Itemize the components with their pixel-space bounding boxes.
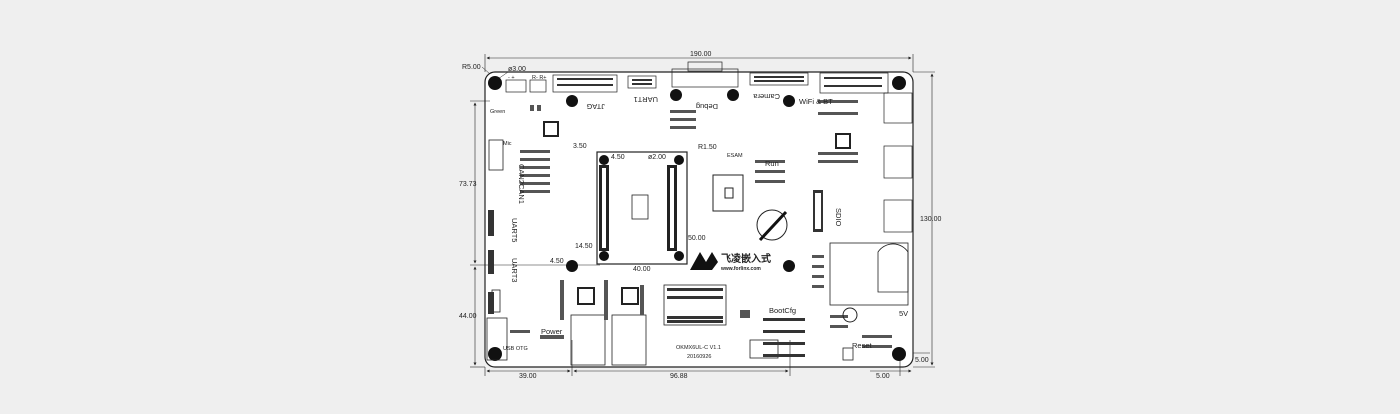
som-module: 3.50 4.50 ø2.00 R1.50 50.00 40.00 14.50 …: [550, 143, 717, 273]
dim-bottom-left-text: 39.00: [519, 373, 537, 380]
label-uart5: UART5: [510, 218, 519, 242]
label-board-name: OKMX6UL-C V1.1: [676, 345, 721, 351]
label-pins-1: - +: [508, 75, 515, 81]
dim-left-1-text: 73.73: [459, 181, 477, 188]
label-board-date: 20160926: [687, 354, 711, 360]
dim-bottom-mid-text: 96.88: [670, 373, 688, 380]
label-sdio: SDIO: [834, 208, 843, 227]
silkscreen-labels: JTAG UART1 Debug Camera WiFi & BT Green …: [490, 75, 908, 360]
buzzer: [842, 307, 858, 323]
label-debug: Debug: [696, 102, 718, 111]
bottom-connectors: [486, 284, 779, 366]
label-usb-otg: USB OTG: [503, 346, 528, 352]
dim-bottom: 39.00 96.88 5.00 5.00: [484, 340, 930, 380]
dim-right-offset-text: 5.00: [915, 357, 929, 364]
label-camera: Camera: [752, 92, 780, 101]
forlinx-logo: 飞凌嵌入式 www.forlinx.com: [690, 252, 771, 272]
label-5v: 5V: [899, 309, 908, 318]
som-radius-text: R1.50: [698, 144, 717, 151]
label-reset: Reset: [852, 341, 873, 350]
small-components: [510, 100, 892, 348]
connector-pins: [557, 76, 882, 87]
label-power: Power: [541, 327, 563, 336]
dim-left-2-text: 44.00: [459, 313, 477, 320]
label-can1: CAN1: [517, 184, 526, 204]
label-bootcfg: BootCfg: [769, 306, 796, 315]
label-run: Run: [765, 159, 779, 168]
dim-top-width: 190.00: [484, 51, 914, 72]
label-pins-2: R- R+: [532, 75, 547, 81]
bottom-pins: [667, 190, 823, 357]
label-uart3: UART3: [510, 258, 519, 282]
top-connectors: [505, 61, 913, 233]
hole-dia-text: ø3.00: [508, 66, 526, 73]
dim-right-height-text: 130.00: [920, 216, 942, 223]
corner-radius-text: R5.00: [462, 64, 481, 71]
som-left-text: 14.50: [575, 243, 593, 250]
logo-mark: [690, 252, 718, 270]
label-mic: Mic: [503, 141, 512, 147]
logo-cn-text: 飞凌嵌入式: [721, 252, 771, 265]
label-esam: ESAM: [727, 153, 743, 159]
som-height-text: 50.00: [688, 235, 706, 242]
dim-right-height: 130.00: [913, 71, 942, 368]
logo-url-text: www.forlinx.com: [720, 266, 761, 272]
som-left-2-text: 4.50: [550, 258, 564, 265]
label-green: Green: [490, 109, 505, 115]
mounting-holes: [488, 76, 906, 361]
rtc-battery: [756, 209, 788, 242]
som-offset-x-text: 4.50: [611, 154, 625, 161]
sd-card-slot: [829, 242, 909, 306]
som-offset-top-text: 3.50: [573, 143, 587, 150]
board-outline: [484, 71, 914, 368]
label-wifi-bt: WiFi & BT: [799, 97, 833, 106]
left-headers: [488, 139, 504, 314]
som-width-text: 40.00: [633, 266, 651, 273]
dim-bottom-right-text: 5.00: [876, 373, 890, 380]
dim-top-width-text: 190.00: [690, 51, 712, 58]
label-jtag: JTAG: [586, 102, 605, 111]
ics: [543, 121, 851, 305]
reset-button: [842, 347, 854, 361]
som-hole-text: ø2.00: [648, 154, 666, 161]
label-can2: CAN2: [517, 164, 526, 184]
dim-left: 73.73 44.00: [459, 100, 600, 368]
label-uart1: UART1: [634, 95, 658, 104]
